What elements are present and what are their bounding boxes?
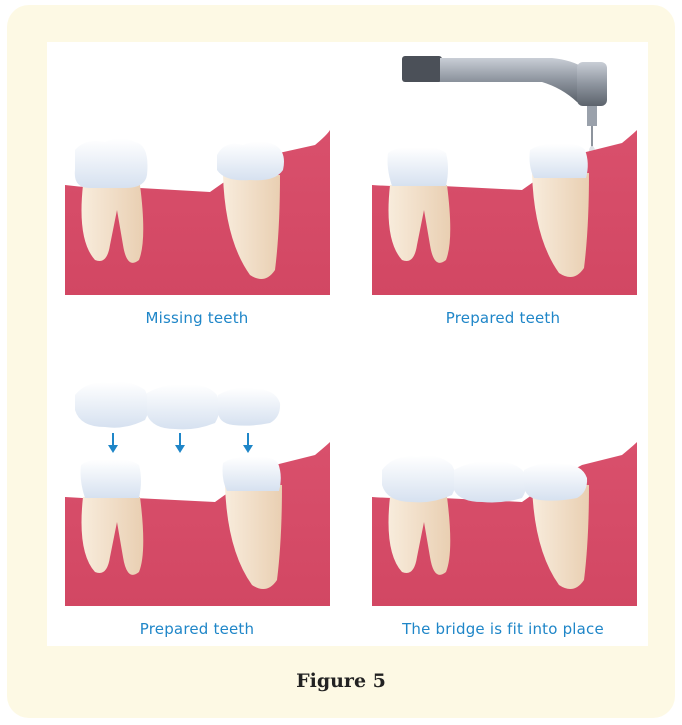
panel-bridge-fitted bbox=[372, 440, 637, 606]
tooth-crown-left-prepared bbox=[81, 460, 142, 498]
tooth-crown-right-prepared bbox=[530, 144, 588, 178]
panel-prepared-teeth-drill bbox=[372, 48, 637, 295]
panel-missing-teeth bbox=[65, 130, 330, 295]
bridge-fitted bbox=[382, 456, 587, 503]
tooth-crown-right-prepared bbox=[223, 457, 281, 491]
tooth-crown-left bbox=[75, 139, 148, 189]
dental-drill bbox=[402, 56, 607, 156]
caption-prepared-teeth-bottom: Prepared teeth bbox=[47, 620, 347, 638]
caption-prepared-teeth-top: Prepared teeth bbox=[353, 309, 653, 327]
arrow-icon bbox=[108, 433, 253, 453]
bridge-floating bbox=[75, 382, 280, 429]
figure-label: Figure 5 bbox=[0, 670, 682, 692]
caption-bridge-fitted: The bridge is fit into place bbox=[353, 620, 653, 638]
caption-missing-teeth: Missing teeth bbox=[47, 309, 347, 327]
tooth-crown-left-prepared bbox=[388, 148, 449, 186]
panel-prepared-teeth-bridge bbox=[65, 375, 330, 606]
tooth-crown-right bbox=[217, 142, 284, 181]
